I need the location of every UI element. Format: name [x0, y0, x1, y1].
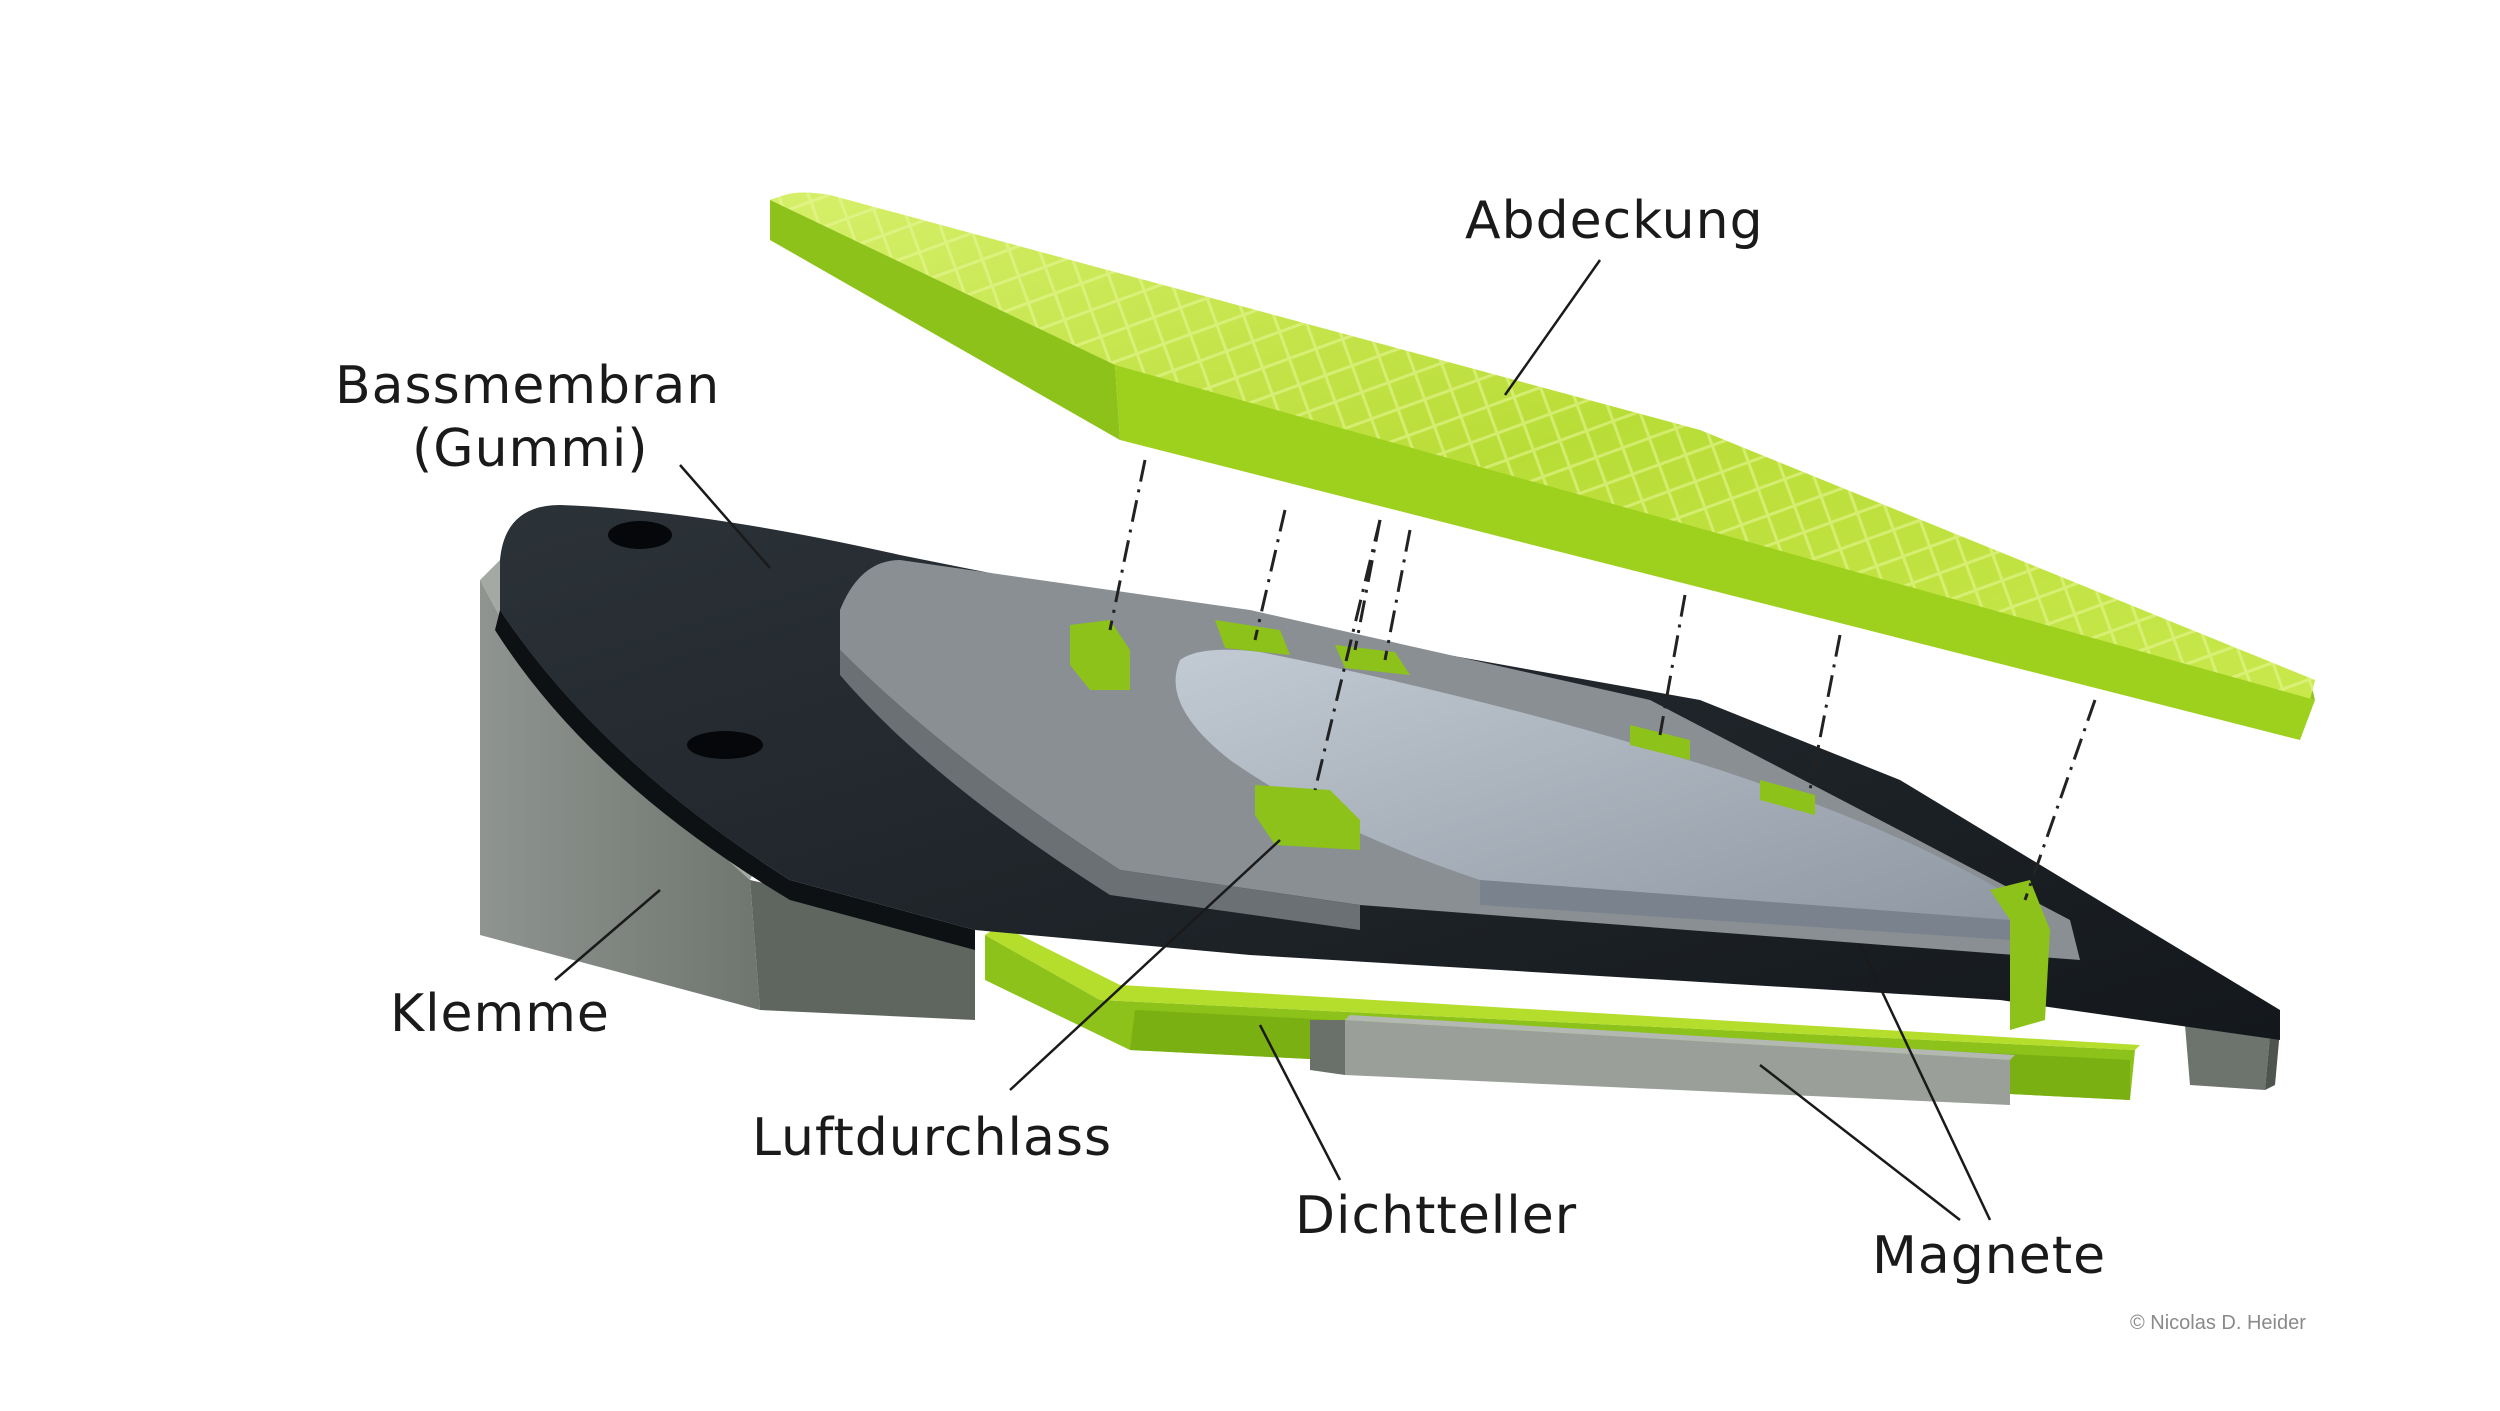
label-luftdurchlass: Luftdurchlass: [752, 1107, 1112, 1169]
label-abdeckung: Abdeckung: [1465, 190, 1764, 252]
label-magnete: Magnete: [1872, 1225, 2106, 1287]
label-klemme: Klemme: [390, 983, 610, 1045]
label-bassmembran-line1: Bassmembran: [335, 355, 720, 417]
label-bassmembran-line2: (Gummi): [412, 418, 649, 480]
label-dichtteller: Dichtteller: [1295, 1185, 1577, 1247]
copyright-credit: © Nicolas D. Heider: [2130, 1312, 2306, 1335]
